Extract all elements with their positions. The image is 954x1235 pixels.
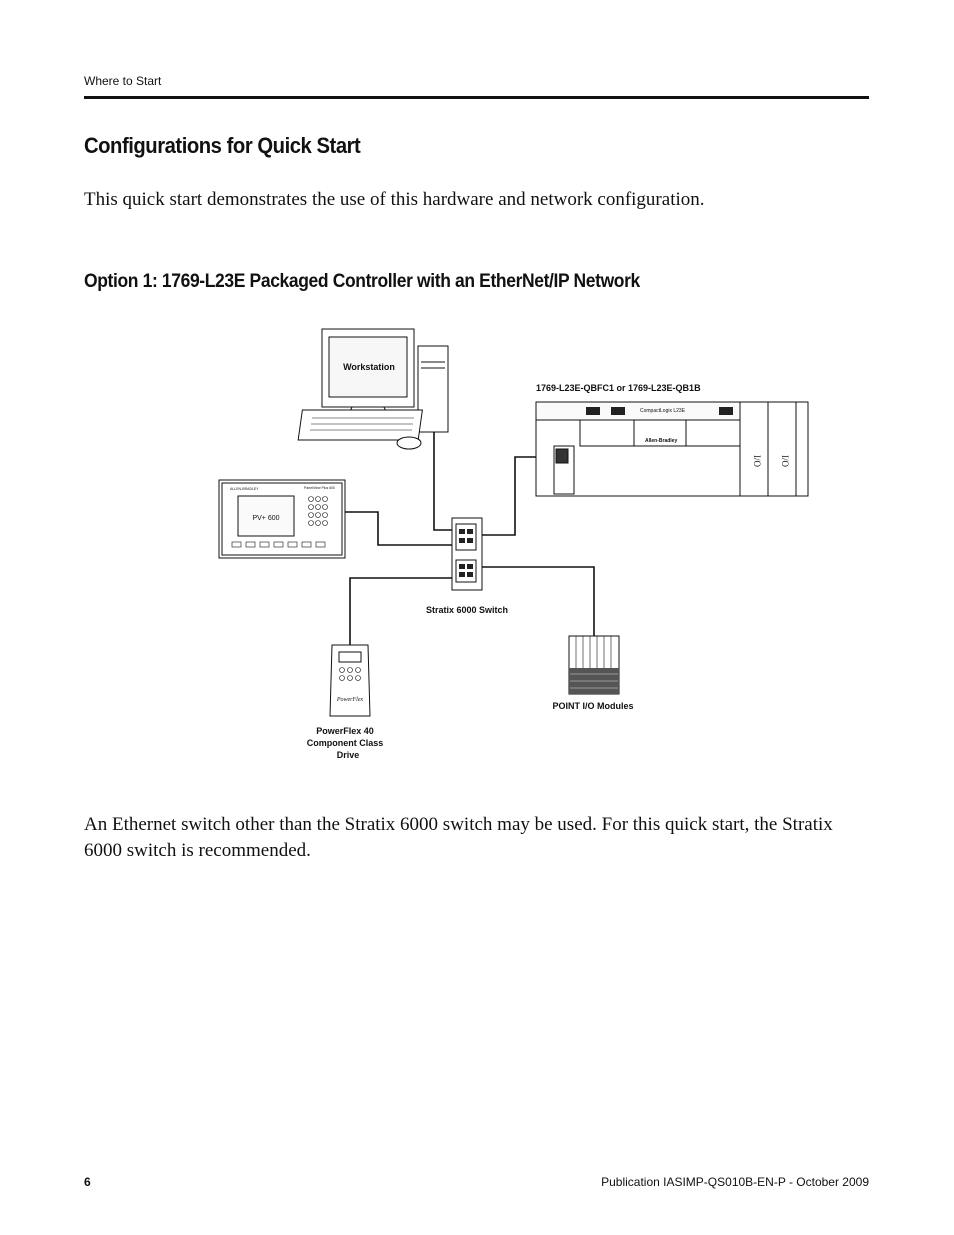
drive-logo: PowerFlex <box>336 697 364 703</box>
cable-controller <box>482 456 555 536</box>
page-number: 6 <box>84 1175 91 1189</box>
drive-label-line-2: Component Class <box>307 738 384 748</box>
stratix-switch <box>451 517 483 591</box>
controller-1769-l23e: CompactLogix L23E Allen-Bradley I/O I/O <box>535 401 809 497</box>
io-module-2-label: I/O <box>780 455 790 467</box>
pointio-label: POINT I/O Modules <box>552 701 633 711</box>
page-title: Configurations for Quick Start <box>84 133 361 158</box>
hmi-brand: ALLEN-BRADLEY <box>230 487 259 491</box>
drive-label-line-3: Drive <box>337 750 360 760</box>
workstation: Workstation <box>297 328 449 450</box>
controller-label: 1769-L23E-QBFC1 or 1769-L23E-QB1B <box>536 383 701 393</box>
header-rule <box>84 96 869 99</box>
cable-hmi <box>345 511 460 546</box>
hmi-panelview: PV+ 600 ALLEN-BRADLEY PanelView Plus 600 <box>218 479 346 559</box>
controller-panel-text: CompactLogix L23E <box>640 408 686 414</box>
cable-workstation <box>433 420 460 531</box>
hmi-model: PanelView Plus 600 <box>304 486 335 490</box>
switch-label: Stratix 6000 Switch <box>426 605 508 615</box>
cable-drive <box>349 577 460 645</box>
section-heading: Option 1: 1769-L23E Packaged Controller … <box>84 271 640 292</box>
point-io-modules <box>568 635 620 695</box>
running-header: Where to Start <box>84 74 162 88</box>
controller-brand: Allen-Bradley <box>645 438 677 444</box>
powerflex-drive: PowerFlex <box>329 644 371 717</box>
io-module-1-label: I/O <box>752 455 762 467</box>
drive-label-line-1: PowerFlex 40 <box>316 726 374 736</box>
switch-note-paragraph: An Ethernet switch other than the Strati… <box>84 814 833 861</box>
publication-info: Publication IASIMP-QS010B-EN-P - October… <box>601 1175 869 1189</box>
intro-paragraph: This quick start demonstrates the use of… <box>84 189 705 210</box>
cable-pointio <box>482 566 595 636</box>
workstation-label: Workstation <box>343 362 395 372</box>
hmi-screen-text: PV+ 600 <box>252 515 279 522</box>
